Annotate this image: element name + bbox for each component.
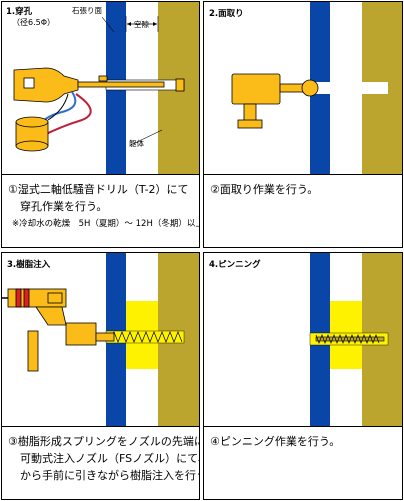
panel3-title: 3.樹脂注入 bbox=[7, 260, 51, 270]
panel3-caption-line2: 可動式注入ノズル（FSノズル）にて、孔最深部 bbox=[20, 452, 199, 466]
resin-spring bbox=[109, 331, 183, 343]
panel3-caption: ③樹脂形成スプリングをノズルの先端に装着後、 可動式注入ノズル（FSノズル）にて… bbox=[2, 426, 200, 499]
panel-pinning: 4.ピンニング ④ピンニング作業を行う。 bbox=[203, 252, 403, 500]
tile-face-wall bbox=[106, 2, 126, 180]
panel1-subtitle: （径6.5Φ） bbox=[12, 18, 56, 27]
label-concrete-body: 躯体 bbox=[129, 139, 144, 148]
panel1-caption-line2: 穿孔作業を行う。 bbox=[20, 200, 108, 214]
panel-drilling: 1.穿孔 （径6.5Φ） 石張り面 空隙 躯体 ①湿式二軸低騒音ドリル（T-2）… bbox=[1, 1, 200, 248]
panel1-caption: ①湿式二軸低騒音ドリル（T-2）にて 穿孔作業を行う。 ※冷却水の乾燥 5H（夏… bbox=[2, 174, 200, 247]
drilling-illustration bbox=[13, 2, 199, 180]
pin-thread bbox=[315, 334, 380, 344]
label-tile-face: 石張り面 bbox=[72, 6, 102, 15]
chamfer-tool bbox=[231, 73, 319, 129]
panel4-caption: ④ピンニング作業を行う。 bbox=[204, 426, 402, 499]
panel-resin-injection: 3.樹脂注入 ③樹脂形成スプリングをノズルの先端に装着後、 可動式注入ノズル（F… bbox=[1, 252, 200, 500]
panel-chamfering: 2.面取り ②面取り作業を行う。 bbox=[203, 1, 403, 248]
injection-gun bbox=[2, 288, 115, 372]
drill-machine bbox=[13, 67, 185, 103]
drilled-hole bbox=[310, 82, 388, 94]
pinning-illustration bbox=[309, 253, 402, 431]
panel3-caption-line1: ③樹脂形成スプリングをノズルの先端に装着後、 bbox=[8, 435, 199, 448]
panel2-caption: ②面取り作業を行う。 bbox=[204, 174, 402, 247]
water-tank bbox=[15, 116, 49, 152]
panel2-title: 2.面取り bbox=[209, 9, 244, 19]
panel1-caption-line1: ①湿式二軸低騒音ドリル（T-2）にて bbox=[8, 183, 189, 196]
chamfering-illustration bbox=[231, 2, 402, 180]
panel1-title: 1.穿孔 bbox=[6, 7, 33, 17]
panel4-title: 4.ピンニング bbox=[209, 260, 261, 270]
resin-injection-illustration bbox=[2, 253, 199, 431]
panel1-note: ※冷却水の乾燥 5H（夏期）～ 12H（冬期）以上 bbox=[12, 219, 200, 230]
panel4-caption-line1: ④ピンニング作業を行う。 bbox=[210, 435, 341, 448]
label-gap: 空隙 bbox=[134, 20, 149, 29]
panel2-caption-line1: ②面取り作業を行う。 bbox=[210, 183, 319, 196]
panel3-caption-line3: から手前に引きながら樹脂注入を行う。 bbox=[20, 469, 200, 483]
power-cable bbox=[41, 93, 92, 137]
